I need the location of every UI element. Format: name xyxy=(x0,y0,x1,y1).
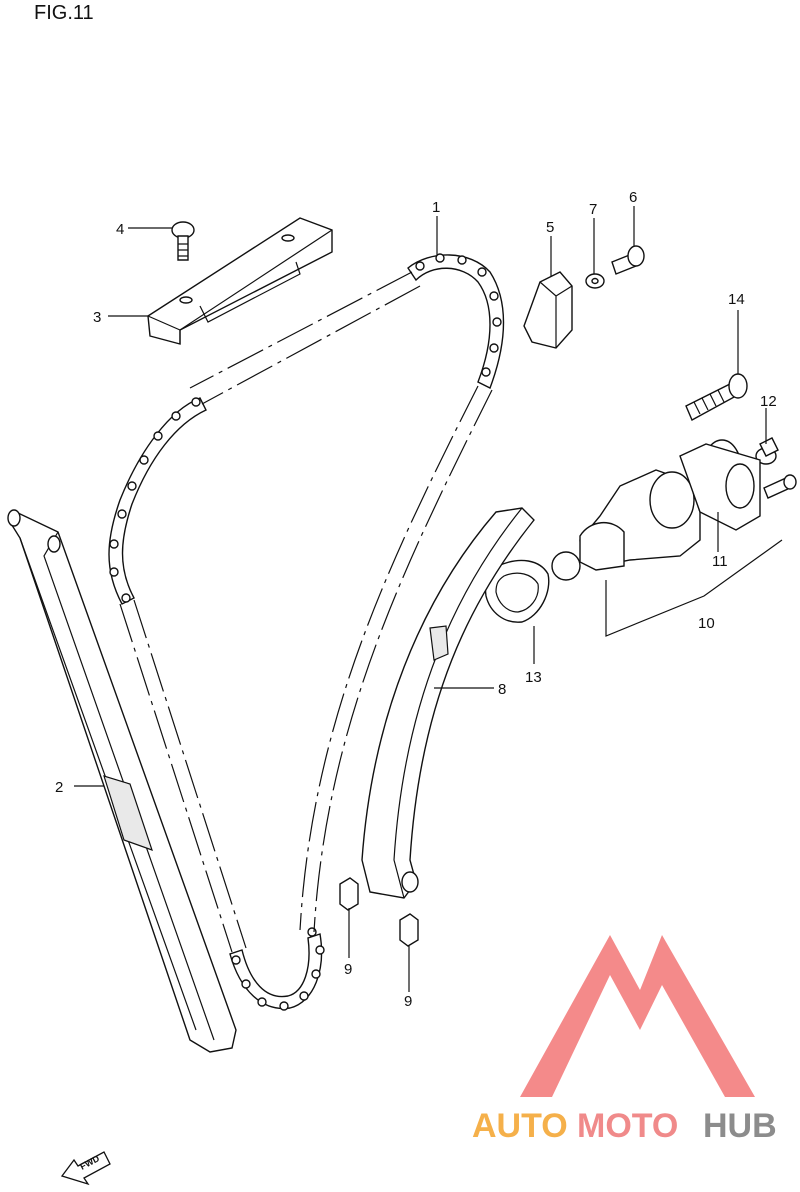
tensioner-small-screw xyxy=(763,474,797,499)
callout-8: 8 xyxy=(498,681,506,698)
part-3-upper-guide xyxy=(147,217,333,345)
chain-links-top xyxy=(415,253,502,377)
callout-10: 10 xyxy=(698,615,715,632)
part-6-bolt xyxy=(611,245,645,275)
callout-2: 2 xyxy=(55,779,63,796)
callout-6: 6 xyxy=(629,189,637,206)
chain-links-left xyxy=(109,397,201,603)
callout-5: 5 xyxy=(546,219,554,236)
callout-7: 7 xyxy=(589,201,597,218)
chain-links-bottom xyxy=(231,927,325,1011)
fwd-direction-marker: FWD xyxy=(60,1151,111,1186)
watermark-logo: AUTO MOTO HUB xyxy=(472,935,777,1145)
callout-9-upper: 9 xyxy=(344,961,352,978)
part-7-washer xyxy=(585,273,605,289)
callout-9-lower: 9 xyxy=(404,993,412,1010)
part-12-plug xyxy=(755,437,779,465)
part-2-chain-guide xyxy=(7,509,237,1053)
callout-11: 11 xyxy=(712,553,728,570)
part-1-cam-chain xyxy=(108,253,505,1011)
fwd-arrow-icon xyxy=(60,1151,111,1186)
callout-labels: 1 2 3 4 5 6 7 8 9 9 10 11 12 13 14 xyxy=(55,189,777,1010)
part-4-screw xyxy=(171,221,195,261)
callout-14: 14 xyxy=(728,291,745,308)
watermark-auto: AUTO xyxy=(472,1107,568,1145)
part-8-tensioner-shoe xyxy=(361,507,535,899)
part-9-pin-lower xyxy=(399,913,419,947)
figure-title: FIG.11 xyxy=(34,2,94,24)
callout-4: 4 xyxy=(116,221,124,238)
watermark-moto: MOTO xyxy=(577,1107,678,1145)
part-5-cap xyxy=(523,271,573,349)
callout-12: 12 xyxy=(760,393,777,410)
part-14-bolt xyxy=(685,373,748,421)
part-9-pin-upper xyxy=(339,877,359,911)
watermark-hub: HUB xyxy=(703,1107,777,1145)
callout-1: 1 xyxy=(432,199,440,216)
part-10-tensioner xyxy=(551,443,783,637)
logo-mark xyxy=(520,935,755,1097)
callout-3: 3 xyxy=(93,309,101,326)
callout-13: 13 xyxy=(525,669,542,686)
leader-lines xyxy=(74,206,767,992)
